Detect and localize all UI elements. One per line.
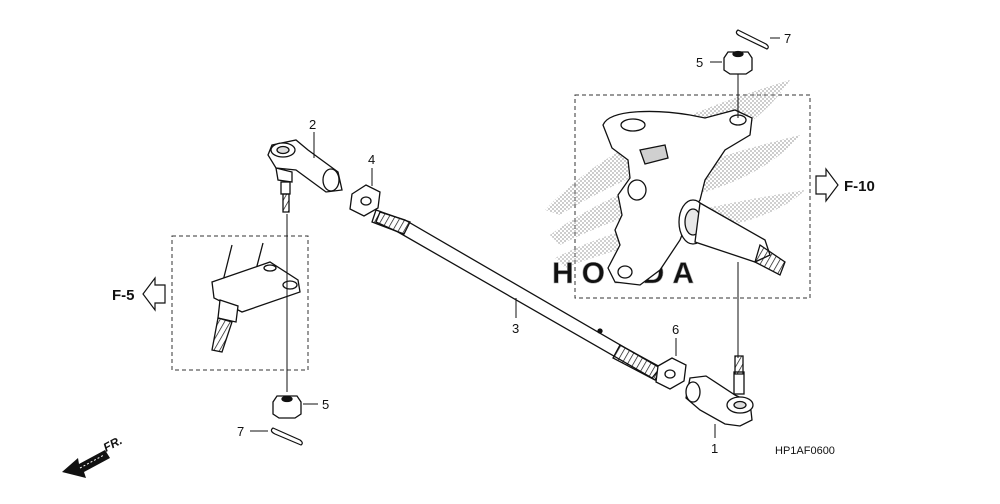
steering-knuckle <box>602 109 786 286</box>
callout-lock-nut-left: 4 <box>368 152 375 167</box>
steering-shaft-reference-group <box>171 235 309 371</box>
castle-nut-right <box>723 50 753 75</box>
diagram-code: HP1AF0600 <box>775 445 835 457</box>
callout-cotter-pin-left: 7 <box>237 424 244 439</box>
f5-reference-label: F-5 <box>112 287 135 304</box>
callout-tie-rod-end-left: 2 <box>309 117 316 132</box>
right-arrow-icon <box>815 167 839 203</box>
callout-castle-nut-right: 5 <box>696 55 703 70</box>
tie-rod <box>371 209 663 381</box>
knuckle-reference-box <box>574 94 811 299</box>
knuckle-reference-group: HONDA <box>545 72 811 358</box>
cotter-pin-right <box>735 29 769 50</box>
callouts <box>250 37 780 438</box>
lock-nut-right <box>655 357 687 390</box>
front-indicator: FR. <box>62 433 124 478</box>
steering-shaft <box>211 242 301 353</box>
tie-rod-end-left <box>267 139 343 213</box>
f5-reference[interactable]: F-5 <box>112 276 166 312</box>
callout-tie-rod-end-right: 1 <box>711 441 718 456</box>
steering-shaft-reference-box <box>171 235 309 371</box>
f10-reference[interactable]: F-10 <box>815 167 875 203</box>
castle-nut-left <box>272 395 302 419</box>
callout-tie-rod: 3 <box>512 321 519 336</box>
f10-reference-label: F-10 <box>844 178 875 195</box>
cotter-pin-left <box>270 427 303 446</box>
callout-lock-nut-right: 6 <box>672 322 679 337</box>
left-arrow-icon <box>142 276 166 312</box>
lock-nut-left <box>349 184 381 217</box>
callout-castle-nut-left: 5 <box>322 397 329 412</box>
tie-rod-end-right <box>685 355 754 427</box>
front-arrow-icon <box>62 450 110 478</box>
callout-cotter-pin-right: 7 <box>784 31 791 46</box>
